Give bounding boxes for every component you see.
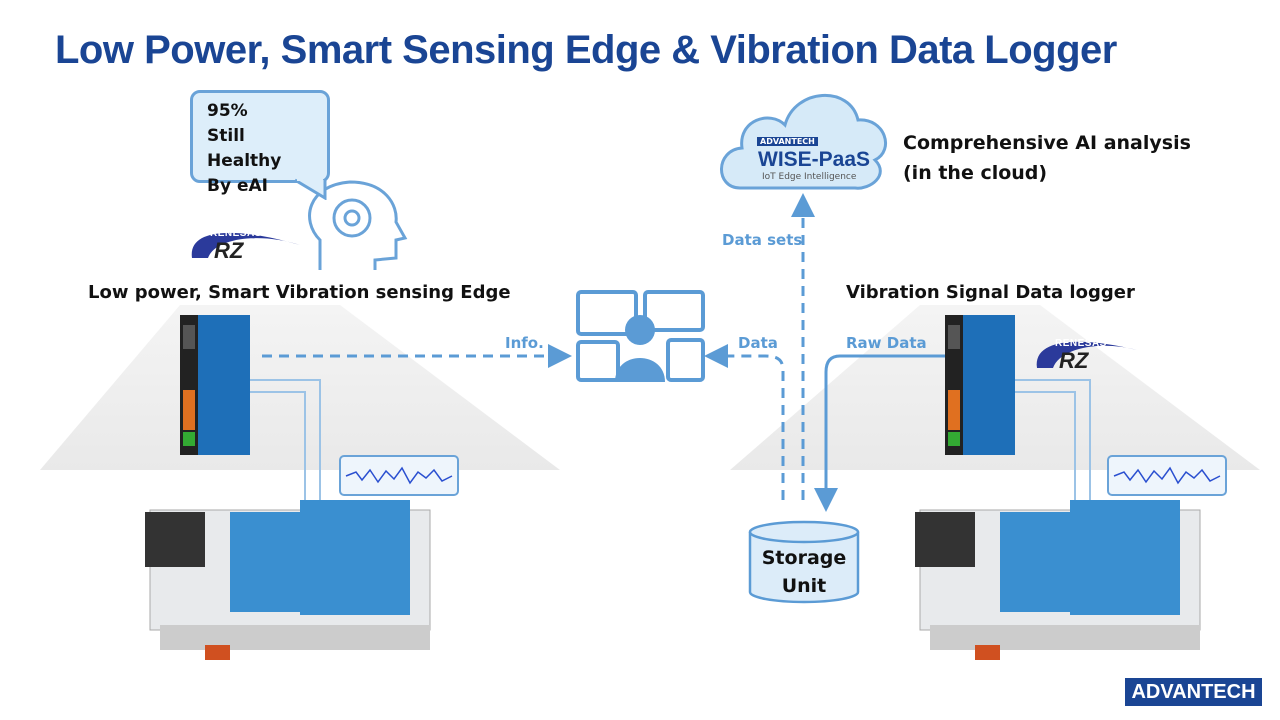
datasets-label: Data sets (722, 231, 803, 249)
head-gear-icon (308, 180, 408, 270)
storage-label: Storage Unit (750, 544, 858, 600)
health-percent: 95% (207, 101, 248, 121)
left-spotlight (40, 305, 560, 470)
health-status: Still Healthy (207, 126, 282, 171)
storage-cylinder (748, 520, 860, 604)
info-label: Info. (505, 334, 544, 352)
advantech-logo: ADVANTECH (1125, 678, 1262, 706)
logger-label: Vibration Signal Data logger (846, 282, 1135, 303)
storage-line1: Storage (761, 547, 847, 569)
cloud-desc-line2: (in the cloud) (903, 162, 1048, 184)
health-source: By eAI (207, 176, 268, 196)
cloud-tagline: IoT Edge Intelligence (762, 172, 857, 182)
edge-device-right (945, 315, 1015, 455)
data-label: Data (738, 334, 778, 352)
cloud-brand: ADVANTECH (757, 137, 818, 146)
raw-data-label: Raw Data (846, 334, 927, 352)
cloud-desc-line1: Comprehensive AI analysis (903, 132, 1191, 154)
storage-line2: Unit (781, 575, 827, 597)
health-speech-bubble: 95% Still Healthy By eAI (190, 90, 330, 196)
data-arrow (704, 344, 785, 500)
raw-data-arrow (814, 354, 945, 512)
cnc-machine-right (915, 500, 1201, 660)
cnc-machine-left (145, 500, 431, 660)
page-title: Low Power, Smart Sensing Edge & Vibratio… (55, 28, 1117, 72)
vibration-signal-right (1107, 455, 1227, 496)
cloud-description: Comprehensive AI analysis (in the cloud) (903, 128, 1191, 188)
analyst-dashboard-icon (576, 290, 705, 382)
edge-device-left (180, 315, 250, 455)
bubble-tail (295, 178, 327, 200)
vibration-signal-left (339, 455, 459, 496)
edge-label: Low power, Smart Vibration sensing Edge (88, 282, 511, 303)
cloud-product: WISE-PaaS (758, 148, 871, 171)
